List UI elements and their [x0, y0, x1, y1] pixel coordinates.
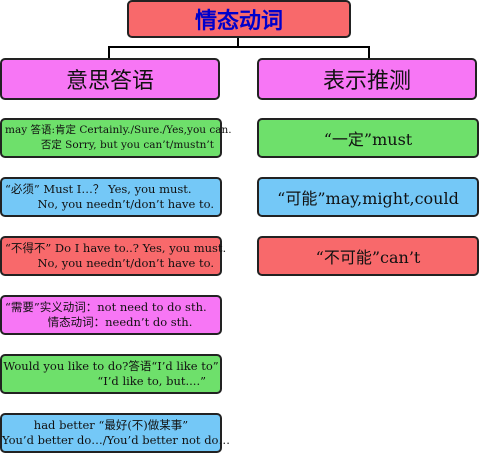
right-heading: 表示推测	[322, 69, 411, 94]
left-box-line: 否定 Sorry, but you can’t/mustn’t	[40, 139, 214, 151]
left-box-line: had better “最好(不)做某事”	[33, 418, 189, 432]
left-box-have-to: “不得不” Do I have to..? Yes, you must. No,…	[0, 236, 227, 276]
left-box-line: No, you needn’t/don’t have to.	[37, 256, 214, 270]
right-box-text: “一定”must	[323, 130, 413, 149]
left-heading: 意思答语	[65, 69, 154, 94]
left-branch-connector	[108, 46, 110, 59]
left-box-line: No, you needn’t/don’t have to.	[37, 197, 214, 211]
left-box-may: may 答语:肯定 Certainly./Sure./Yes,you can. …	[0, 118, 232, 158]
branch-connector-horizontal	[108, 46, 370, 48]
left-heading-box: 意思答语	[0, 58, 220, 100]
left-box-had-better: had better “最好(不)做某事” You’d better do…/Y…	[0, 413, 230, 453]
right-box-cant: “不可能”can’t	[257, 236, 479, 276]
right-heading-box: 表示推测	[257, 58, 477, 100]
left-box-line: Would you like to do?答语“I’d like to”	[3, 359, 219, 373]
left-box-need: “需要”实义动词：not need to do sth. 情态动词：needn’…	[0, 295, 222, 335]
left-box-line: “需要”实义动词：not need to do sth.	[5, 300, 207, 314]
left-box-line: “不得不” Do I have to..? Yes, you must.	[5, 241, 227, 255]
title-connector-vertical	[237, 37, 239, 47]
left-box-line: may 答语:肯定 Certainly./Sure./Yes,you can.	[5, 124, 232, 136]
left-box-line: “必须” Must I…？ Yes, you must.	[5, 182, 192, 196]
left-box-must: “必须” Must I…？ Yes, you must. No, you nee…	[0, 177, 222, 217]
left-box-line: “I’d like to, but....”	[97, 374, 206, 388]
left-box-line: You’d better do…/You’d better not do…	[2, 433, 230, 447]
left-box-line: 情态动词：needn’t do sth.	[47, 315, 193, 329]
right-box-text: “不可能”can’t	[315, 248, 421, 267]
right-branch-connector	[368, 46, 370, 59]
right-box-must: “一定”must	[257, 118, 479, 158]
left-box-would-like: Would you like to do?答语“I’d like to” “I’…	[0, 354, 222, 394]
right-box-may-might-could: “可能”may,might,could	[257, 177, 479, 217]
page-title: 情态动词	[194, 9, 283, 34]
right-box-text: “可能”may,might,could	[277, 189, 459, 208]
title-box: 情态动词	[127, 0, 351, 38]
